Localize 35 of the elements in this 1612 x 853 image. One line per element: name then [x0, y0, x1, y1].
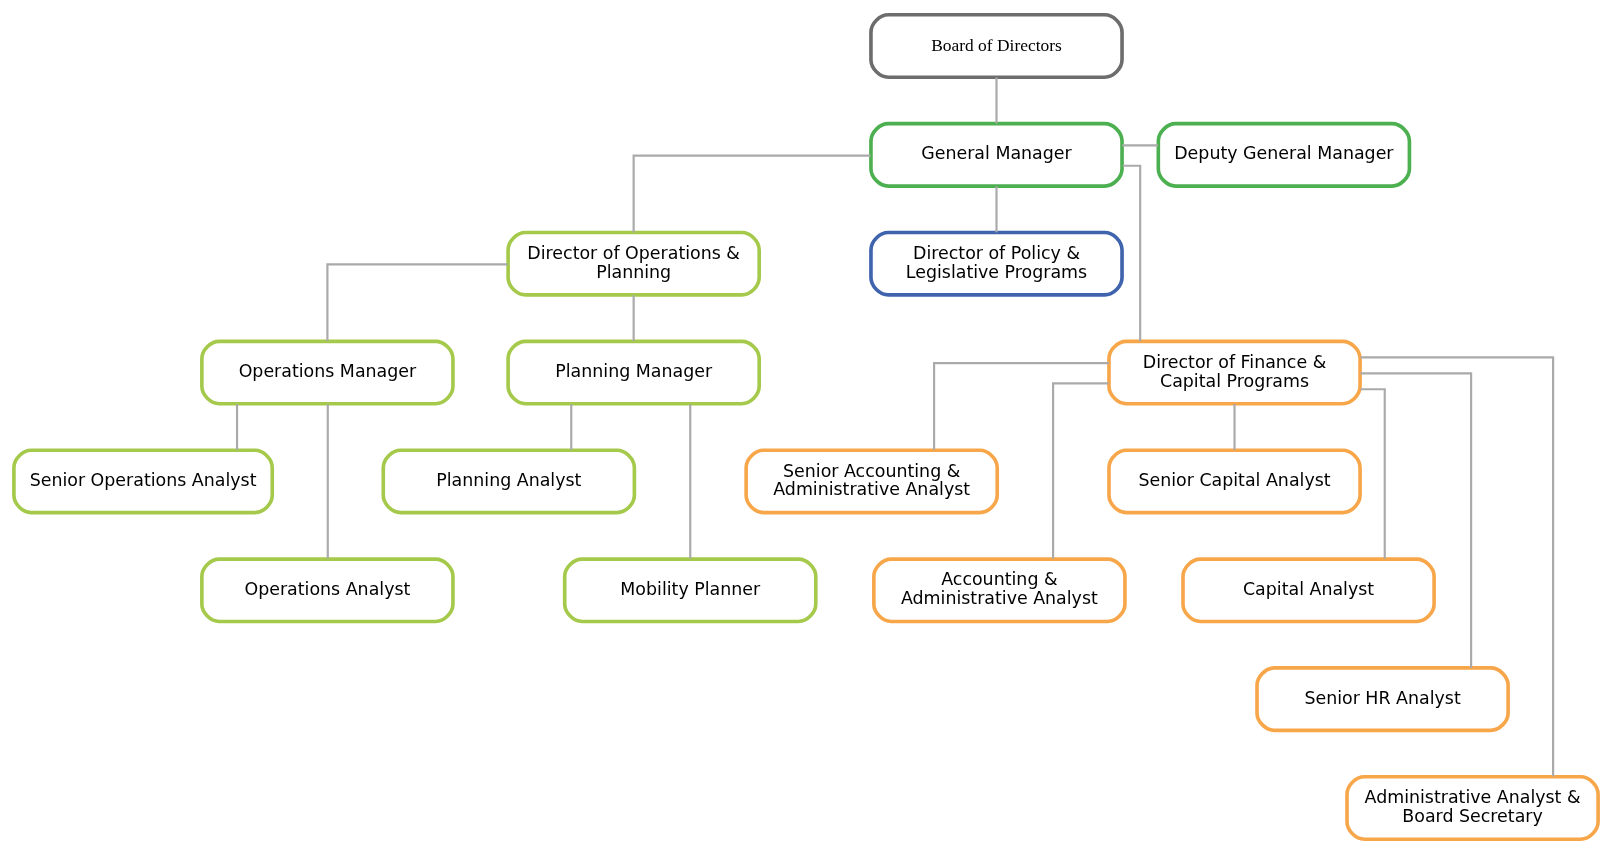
connector [1360, 355, 1555, 776]
node-box: Director of Finance & Capital Programs [1107, 339, 1362, 406]
node-box: Senior HR Analyst [1255, 665, 1510, 732]
connector [570, 403, 573, 450]
node-box: Board of Directors [869, 12, 1124, 79]
connector [632, 154, 871, 232]
connector [995, 77, 998, 123]
node-box: Accounting & Administrative Analyst [872, 556, 1127, 623]
node-box: Director of Policy & Legislative Programs [869, 230, 1124, 297]
node-box: Capital Analyst [1181, 556, 1436, 623]
connector [1233, 403, 1236, 450]
node-box: Planning Manager [506, 339, 761, 406]
connector [1122, 143, 1159, 146]
node-box: Director of Operations & Planning [506, 230, 761, 297]
connector [326, 262, 508, 341]
node-box: Operations Manager [200, 339, 455, 406]
node-box: Planning Analyst [381, 447, 637, 514]
connector [995, 185, 998, 232]
node-box: Mobility Planner [562, 556, 818, 623]
node-box: General Manager [869, 121, 1124, 188]
connector [1052, 381, 1109, 559]
node-box: Deputy General Manager [1156, 121, 1412, 188]
node-box: Administrative Analyst & Board Secretary [1345, 774, 1600, 841]
connector [1360, 371, 1473, 668]
connector [326, 403, 329, 559]
node-box: Senior Operations Analyst [12, 447, 275, 514]
connector [1360, 387, 1386, 559]
connector [689, 403, 692, 559]
connector [933, 361, 1109, 450]
connector [632, 294, 635, 341]
node-box: Senior Capital Analyst [1107, 447, 1362, 514]
node-box: Operations Analyst [200, 556, 455, 623]
connector [235, 403, 239, 450]
connector [1122, 164, 1142, 341]
node-box: Senior Accounting & Administrative Analyst [744, 447, 1000, 514]
